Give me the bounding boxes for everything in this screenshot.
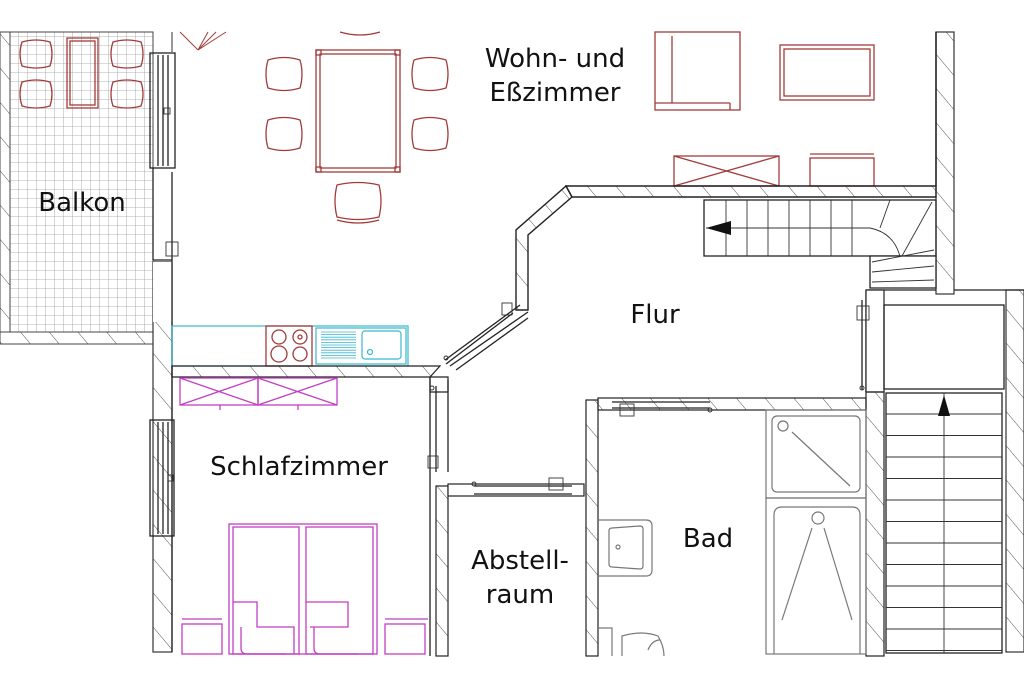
room-label-bedroom: Schlafzimmer — [210, 452, 388, 482]
bathtub — [765, 497, 867, 655]
room-label-hallway: Flur — [630, 300, 680, 330]
hallway-door-diagonal[interactable] — [443, 302, 529, 371]
room-label-line: raum — [485, 580, 555, 610]
room-label-line: Eßzimmer — [489, 78, 621, 108]
storage-room-walls — [447, 399, 599, 657]
room-label-bathroom: Bad — [682, 524, 734, 554]
storage-door[interactable] — [471, 477, 572, 495]
dining-set — [265, 31, 449, 224]
bedroom-window[interactable] — [149, 419, 175, 537]
exterior-wall-right — [935, 31, 955, 295]
nightstand — [181, 618, 428, 655]
arrow-left-icon — [706, 221, 731, 235]
balcony-chair — [19, 39, 144, 109]
tv-cabinet — [809, 153, 875, 187]
armchair — [654, 31, 741, 111]
staircase-upper — [703, 199, 937, 289]
hallway-walls — [515, 184, 937, 311]
kitchen-bedroom-wall — [171, 365, 442, 378]
sideboard — [673, 155, 780, 187]
stove — [265, 325, 313, 367]
hallway-right-wall — [865, 289, 936, 393]
washbasin — [598, 519, 653, 577]
bathroom-door[interactable] — [612, 401, 713, 417]
balcony-door[interactable] — [149, 52, 179, 262]
balcony — [0, 31, 154, 345]
room-label-line: Wohn- und — [484, 44, 626, 74]
toilet — [598, 627, 665, 657]
stair-treads — [886, 413, 1002, 651]
bathroom-walls — [597, 391, 885, 657]
arrow-up-icon — [938, 395, 950, 416]
stairwell-door[interactable] — [856, 300, 870, 391]
room-label-balcony: Balkon — [38, 188, 126, 218]
shower — [765, 409, 867, 499]
dining-chair — [265, 56, 449, 224]
wardrobe — [179, 377, 338, 410]
balcony-left-wall — [0, 31, 11, 333]
room-label-storage: Abstell- raum — [458, 544, 582, 612]
double-bed — [228, 523, 378, 655]
balcony-tile-floor — [9, 31, 154, 333]
door-swing-top — [171, 31, 227, 52]
staircase-right — [883, 304, 1005, 654]
exterior-wall-far-right — [1005, 289, 1024, 653]
bedroom-door[interactable] — [427, 380, 449, 472]
dining-table — [315, 49, 401, 173]
balcony-bottom-wall — [0, 331, 154, 345]
coffee-table — [779, 44, 875, 101]
balcony-table — [66, 37, 99, 109]
room-label-line: Abstell- — [471, 546, 569, 576]
kitchen-counter — [171, 325, 409, 367]
room-label-living-dining: Wohn- und Eßzimmer — [470, 42, 640, 110]
bedroom-right-wall — [429, 376, 449, 657]
sink — [315, 327, 407, 365]
